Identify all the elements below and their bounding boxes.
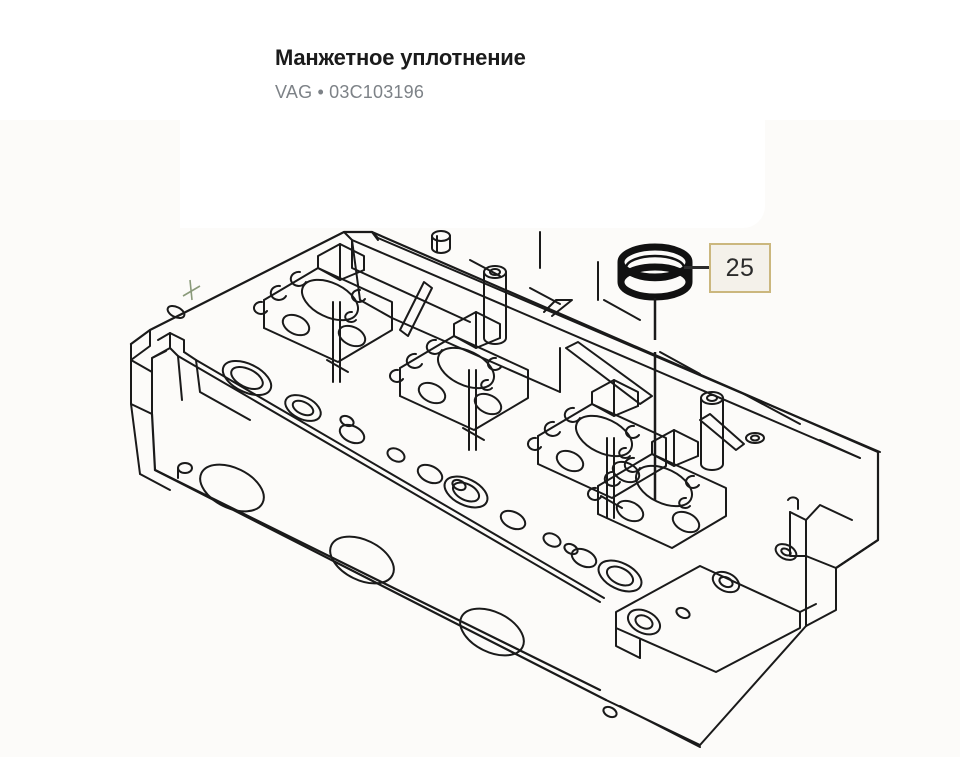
callout-badge-25[interactable]: 25 [709, 243, 771, 293]
background-white-panel [180, 110, 765, 228]
oil-seal-ring-part [617, 243, 693, 301]
callout-number-label: 25 [725, 253, 755, 282]
part-header: Манжетное уплотнение VAG • 03C103196 [275, 44, 875, 103]
callout-connector-line [684, 266, 710, 269]
page-title: Манжетное уплотнение [275, 45, 526, 70]
registration-tick [182, 279, 201, 301]
part-subtitle: VAG • 03C103196 [275, 82, 425, 102]
